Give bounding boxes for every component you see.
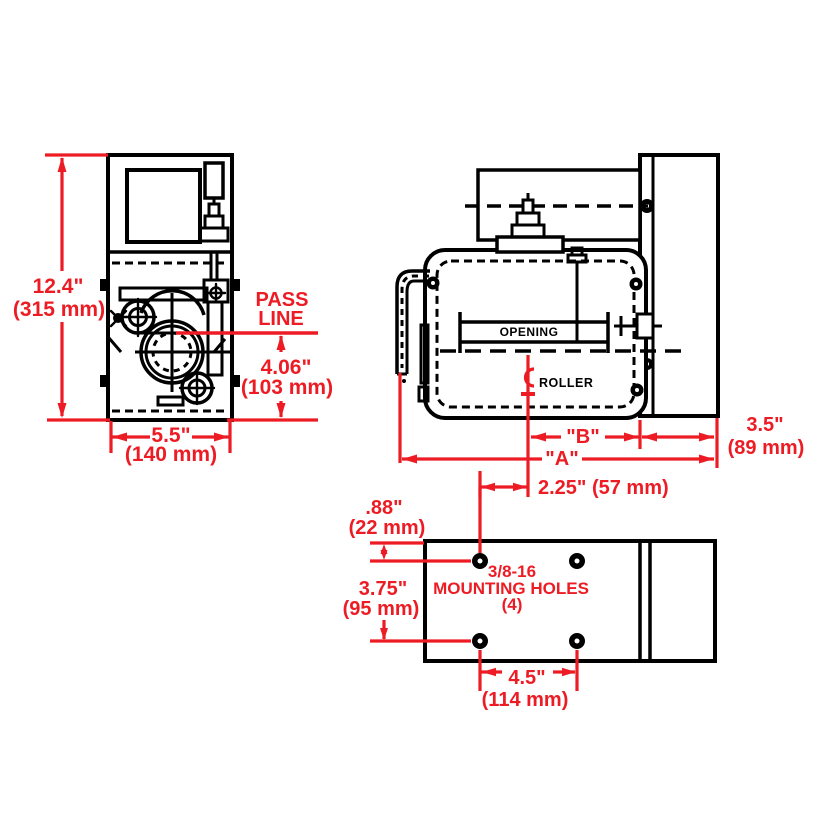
pass-height-dim-in: 4.06" [261,356,312,379]
hinge-strip [419,323,430,385]
arrowhead-left [642,432,657,442]
grease-fitting-tier [510,223,546,239]
arrowhead-right [562,667,576,677]
hole-col-spacing-mm: (114 mm) [482,689,569,711]
bottom-view-dimensions: .88" (22 mm) 3.75" (95 mm) 3/8-16 MOUNTI… [343,497,589,711]
guide-bar [206,300,224,377]
pivot-cross [109,309,128,328]
arrowhead-down [380,550,388,560]
front-display-panel [125,168,202,244]
hook-outer [395,269,430,374]
mount-tab [231,279,240,291]
centerline-c [523,367,535,388]
hole-note-line2: MOUNTING HOLES [433,579,589,598]
mounting-pad [495,235,565,254]
plate-depth-dim-mm: (89 mm) [728,437,805,459]
hook-dot [402,379,406,383]
arrowhead-up [57,157,67,172]
mount-tab [231,375,240,387]
arrowhead-right [513,482,527,492]
hinge-strip [417,385,430,403]
height-dim-mm: (315 mm) [13,298,105,321]
hatch-tick [212,338,227,353]
height-dim-in: 12.4" [33,275,84,298]
arrowhead-right [624,432,639,442]
edge-offset-dim-in: .88" [365,497,402,519]
width-dim-in: 5.5" [151,424,190,447]
screw-center [635,388,639,392]
hole-center [477,638,483,644]
hook-centerline [400,274,429,368]
roller-offset-dim: 2.25" (57 mm) [538,477,669,499]
pass-line-label-2: LINE [258,308,304,330]
hatch-tick [107,337,123,353]
arrowhead-left [112,432,127,442]
pass-height-dim-mm: (103 mm) [241,376,333,399]
fitting-tier [207,202,221,218]
arrowhead-down [380,628,388,640]
edge-offset-dim-mm: (22 mm) [349,517,426,539]
hole-note-line3: (4) [502,595,523,614]
hole-center [574,558,580,564]
arrowhead-right [214,432,229,442]
roller-label: ROLLER [539,376,593,390]
width-dim-mm: (140 mm) [125,443,217,466]
mount-tab [100,279,109,291]
arrowhead-up [276,335,286,350]
front-top-fitting [203,161,225,200]
grease-fitting-tier [515,211,541,227]
arrowhead-right [699,432,714,442]
hole-row-spacing-in: 3.75" [359,578,407,600]
arrowhead-down [57,403,67,418]
opening-label: OPENING [500,325,559,339]
hole-center [574,638,580,644]
arrowhead-left [482,667,496,677]
arrowhead-left [402,454,417,464]
arrowhead-left [531,432,546,442]
dim-a-label: "A" [545,448,578,470]
side-view-dimensions: "B" 3.5" (89 mm) "A" 2.25" (57 mm) [398,355,805,553]
mount-tab [100,375,109,387]
arrowhead-right [699,454,714,464]
dim-b-label: "B" [566,426,599,448]
front-view-dimensions: 12.4" (315 mm) 5.5" (140 mm) PASS LINE 4… [13,153,333,466]
grease-fitting-tier [521,198,535,215]
pass-line-label-1: PASS [256,289,309,311]
hole-note-line1: 3/8-16 [488,562,536,581]
slot [156,395,185,407]
arrowhead-left [481,482,495,492]
arrowhead-down [276,403,286,418]
hook-inner [405,279,430,374]
body-hidden-outline [435,259,636,409]
screw-center [431,281,435,285]
base-outline [423,539,717,663]
front-view [100,153,240,422]
fitting-tier [198,226,230,243]
roller-centerline-symbol [521,355,535,397]
hole-center [477,558,483,564]
bottom-view [423,539,717,663]
hole-row-spacing-mm: (95 mm) [343,598,420,620]
bolt-block [635,312,655,340]
side-view: OPENING ROLLER [395,153,720,420]
gear-arc [139,289,206,316]
screw-center [634,282,638,286]
hole-col-spacing-in: 4.5" [508,667,545,689]
plate-depth-dim-in: 3.5" [746,414,783,436]
fitting-tier [203,214,225,230]
